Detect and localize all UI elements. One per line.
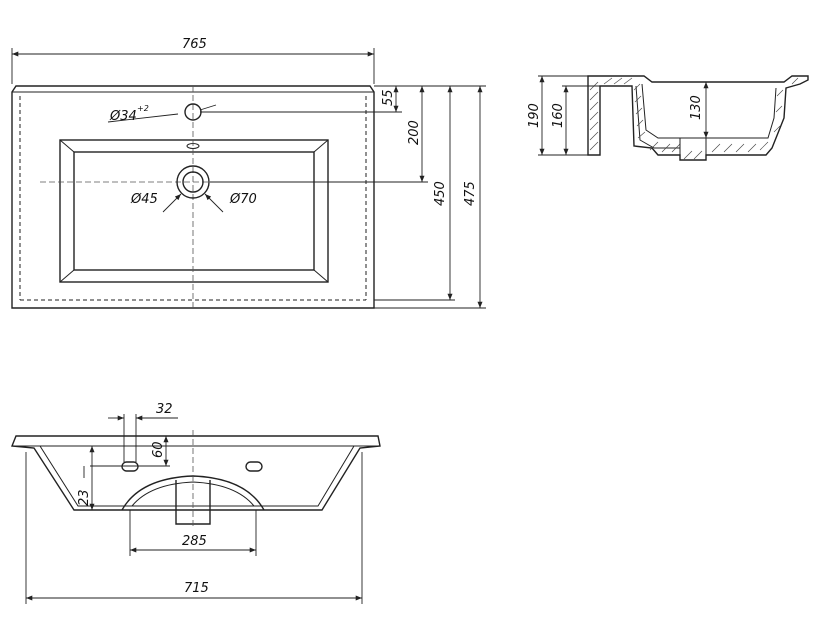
dim-tap-hole: Ø34: [109, 109, 137, 124]
dim-drain-offset-200: 200: [407, 120, 422, 145]
bowl-outer-rim: [59, 139, 329, 283]
drain-inner: [182, 171, 204, 193]
dim-arch-width-285: 285: [182, 534, 207, 549]
mounting-slot-left: [121, 461, 139, 472]
drain-outer: [176, 165, 210, 199]
side-section-outline: [587, 75, 809, 161]
front-view: 32 60 23 285 715: [11, 402, 381, 604]
dim-drain-outer: Ø70: [229, 192, 257, 207]
dim-bowl-depth-450: 450: [433, 181, 448, 206]
side-section-bowl: [641, 83, 777, 139]
dim-tap-hole-tolerance: +2: [137, 104, 149, 113]
side-section: 190 160 130: [527, 75, 809, 161]
drain-stub: [679, 137, 707, 161]
front-view-outline: [11, 435, 381, 511]
dim-height-190: 190: [527, 103, 542, 128]
dim-total-depth-475: 475: [463, 181, 478, 206]
dim-height-130: 130: [689, 95, 704, 120]
dim-slot-offset-23: 23: [77, 489, 92, 506]
bowl-inner: [73, 151, 315, 271]
dim-height-160: 160: [551, 103, 566, 128]
dim-tap-offset-55: 55: [381, 89, 396, 106]
section-hatch: [589, 77, 799, 160]
dim-slot-spacing-32: 32: [156, 402, 173, 417]
top-view: Ø34 +2 Ø45 Ø70 765 55 200 450 475: [11, 37, 486, 309]
dim-drain-inner: Ø45: [130, 192, 158, 207]
mounting-slot-right: [245, 461, 263, 472]
dim-width-765: 765: [182, 37, 207, 52]
dim-slot-height-60: 60: [151, 441, 166, 458]
dim-base-width-715: 715: [184, 581, 209, 596]
